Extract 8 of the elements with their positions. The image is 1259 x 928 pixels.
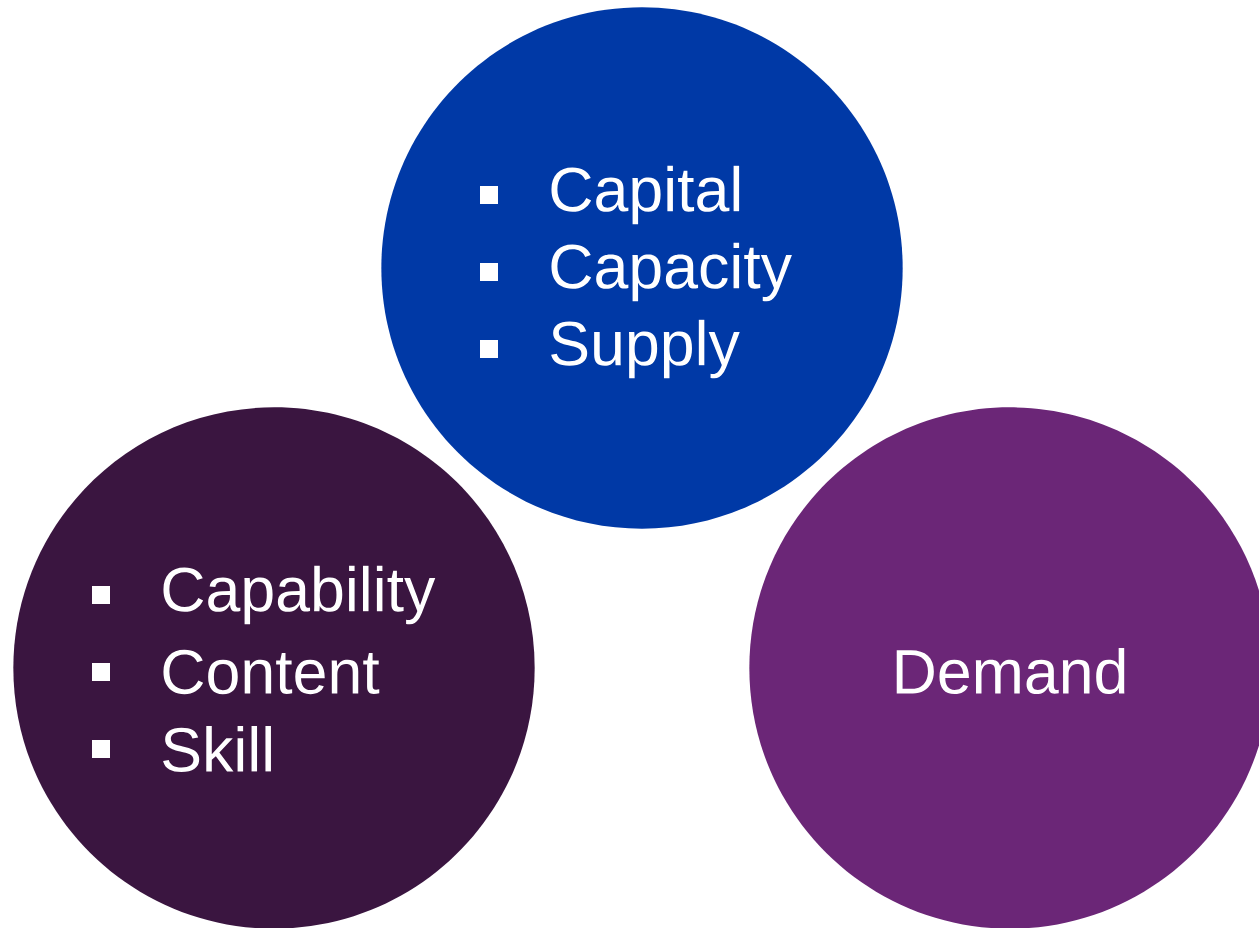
list-item: Capability — [163, 565, 436, 625]
list-item: Supply — [551, 319, 740, 379]
circle-label: Demand — [896, 648, 1125, 694]
circle — [381, 7, 903, 529]
list-item: Capital — [551, 165, 740, 225]
list-item: Skill — [163, 726, 271, 772]
list-item: Content — [163, 649, 380, 695]
list-item: Capacity — [551, 242, 792, 302]
